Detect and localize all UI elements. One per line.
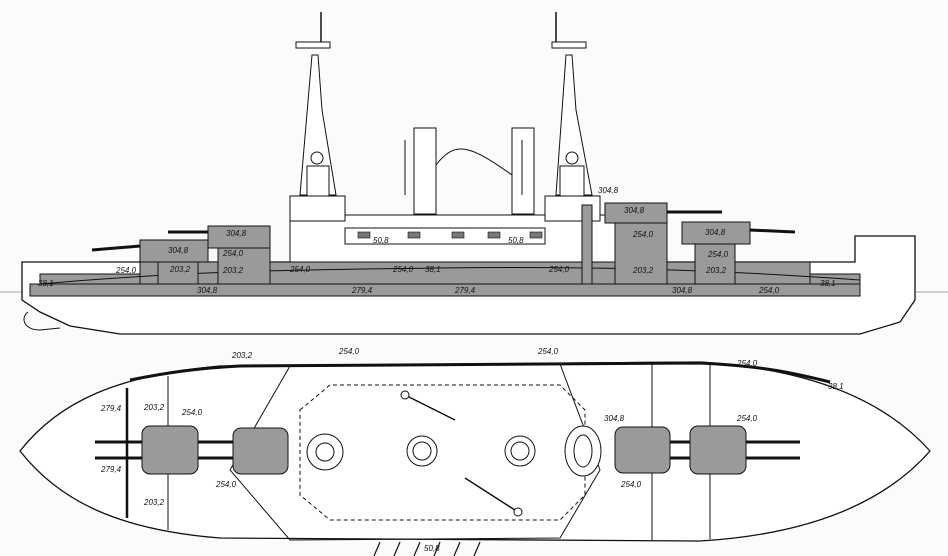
aft-turret-guns: [749, 228, 796, 234]
label-citadel-left: 254,0: [289, 265, 311, 274]
plan-turret-fwd-b: [232, 427, 289, 475]
label-citadel-right: 254,0: [548, 265, 570, 274]
lower-belt: [29, 283, 861, 297]
crane-fwd: [404, 394, 456, 421]
fwd-mast: [299, 54, 337, 196]
label-battery-right: 50,8: [508, 236, 524, 245]
plan-battery-guns: [373, 541, 481, 556]
label-deck-mid: 38,1: [425, 265, 441, 274]
label-wing-barbette-fwd-a: 254,0: [222, 249, 244, 258]
fwd-bridge: [289, 195, 346, 222]
side-armor-top: [129, 361, 831, 384]
label-belt-aft: 38,1: [820, 279, 836, 288]
label-belt-lower-aft-b: 254,0: [758, 286, 780, 295]
label-conning-tower: 304,8: [598, 186, 619, 195]
aft-barbette: [694, 243, 736, 285]
battery-deck-outline: [299, 384, 586, 521]
crane-pivot-fwd: [400, 390, 410, 400]
label-belt-lower-fwd: 304,8: [197, 286, 218, 295]
label-side-fwd: 203,2: [231, 351, 253, 360]
aft-searchlight: [565, 151, 579, 165]
fwd-funnel-core: [412, 441, 432, 461]
label-wing-turret-aft: 304,8: [624, 206, 645, 215]
label-turret-aft: 304,8: [705, 228, 726, 237]
label-side-mid-a: 254,0: [338, 347, 360, 356]
label-side-mid-b: 254,0: [537, 347, 559, 356]
label-wing-turret-fwd: 304,8: [226, 229, 247, 238]
crane-pivot-aft: [513, 507, 523, 517]
aft-mast-base: [559, 165, 585, 197]
crane-aft: [464, 477, 519, 513]
label-belt-lower-mid-a: 279,4: [351, 286, 373, 295]
label-casemate-mid: 254,0: [392, 265, 414, 274]
label-casemate-fwd: 254,0: [115, 266, 137, 275]
superstructure-plan: [229, 363, 601, 541]
plan-turret-aft-b: [689, 425, 747, 475]
label-deck-aft: 38,1: [828, 382, 844, 391]
label-belt-lower-aft-a: 304,8: [672, 286, 693, 295]
conning-tower: [581, 204, 593, 285]
fwd-mast-base: [306, 165, 330, 197]
fwd-searchlight: [310, 151, 324, 165]
label-bulkhead-fwd-c: 279,4: [100, 465, 122, 474]
side-profile: 38,1 254,0 304,8 203,2 304,8 254,0 203,2…: [0, 12, 948, 335]
stern-contour: [23, 311, 61, 331]
label-turret-aft-a: 254,0: [620, 480, 642, 489]
label-bulkhead-fwd-a: 279,4: [100, 404, 122, 413]
conning-tower-core: [573, 434, 593, 468]
label-conning-tower-plan: 304,8: [604, 414, 625, 423]
label-turret-aft-b: 254,0: [736, 414, 758, 423]
label-wing-barbette-aft-b: 203,2: [632, 266, 654, 275]
label-turret-fwd-b: 254,0: [215, 480, 237, 489]
aft-mast-top: [551, 41, 587, 49]
label-bulkhead-fwd-b: 203,2: [143, 403, 165, 412]
fwd-barbette: [157, 261, 199, 285]
fwd-funnel: [413, 127, 437, 215]
label-battery-left: 50,8: [373, 236, 389, 245]
plan-turret-aft-a: [614, 426, 671, 474]
fwd-wing-barbette: [217, 247, 271, 285]
aft-funnel: [511, 127, 535, 215]
fwd-mast-top: [295, 41, 331, 49]
label-barbette-aft-b: 254,0: [707, 250, 729, 259]
label-turret-fwd-a: 254,0: [181, 408, 203, 417]
label-wing-barbette-fwd-b: 203,2: [222, 266, 244, 275]
aft-funnel-core: [510, 441, 530, 461]
label-bulkhead-fwd-d: 203,2: [143, 498, 165, 507]
aft-mast: [555, 54, 593, 196]
label-belt-fore: 38,1: [38, 279, 54, 288]
label-barbette-aft-a: 203,2: [705, 266, 727, 275]
battery-guns: [357, 231, 543, 239]
aft-wing-barbette: [614, 222, 668, 285]
label-battery-plan: 50,8: [424, 544, 440, 553]
label-barbette-fwd: 203,2: [169, 265, 191, 274]
boat-crane: [435, 148, 513, 176]
fwd-turret-guns: [91, 244, 141, 252]
label-side-aft: 254,0: [736, 359, 758, 368]
label-turret-fwd: 304,8: [168, 246, 189, 255]
fwd-mast-core: [315, 442, 335, 462]
label-belt-lower-mid-b: 279,4: [454, 286, 476, 295]
plan-turret-fwd-a: [141, 425, 199, 475]
label-wing-barbette-aft-a: 254,0: [632, 230, 654, 239]
plan-view: 203,2 254,0 254,0 254,0 38,1 279,4 203,2…: [19, 347, 931, 556]
